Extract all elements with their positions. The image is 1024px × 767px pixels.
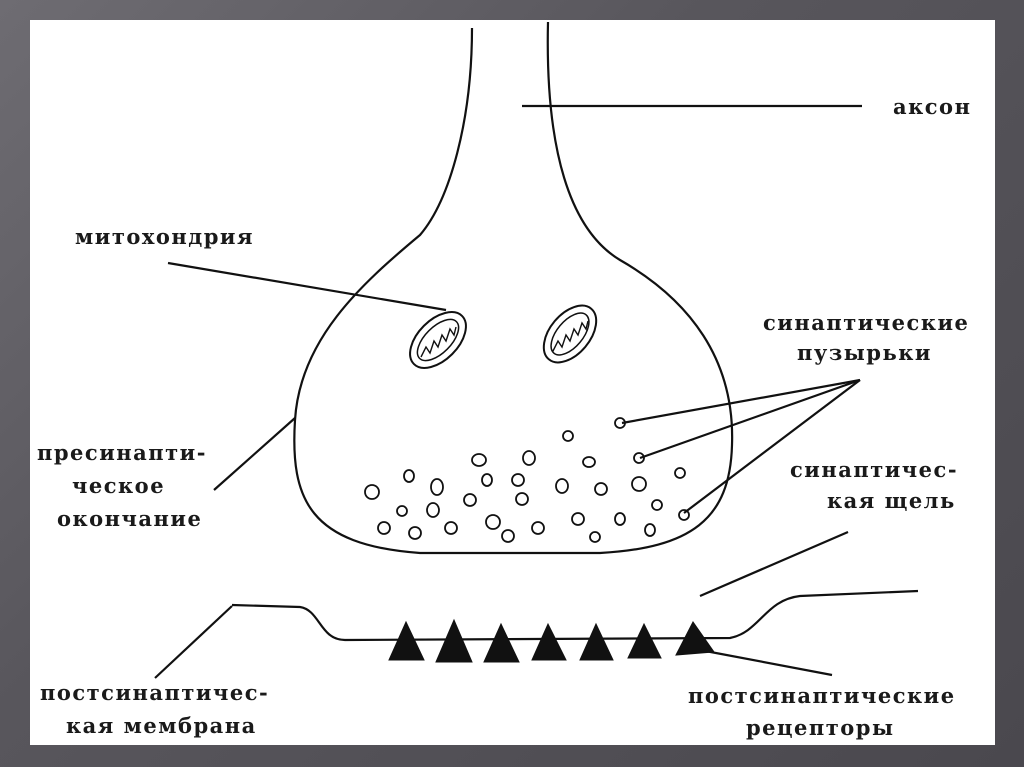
vesicle (472, 454, 486, 466)
receptors-leader-line (700, 650, 832, 675)
vesicle (516, 493, 528, 505)
membrane-leader-line (155, 606, 232, 678)
label-membrane-line2: кая мембрана (66, 713, 257, 738)
vesicle (378, 522, 390, 534)
label-presynaptic-line1: пресинапти- (37, 440, 207, 465)
mitochondria-leader-line (168, 263, 446, 310)
vesicle (563, 431, 573, 441)
vesicle (595, 483, 607, 495)
vesicle (409, 527, 421, 539)
postsynaptic-receptors (389, 620, 714, 662)
label-cleft-line1: синаптичес- (790, 457, 958, 482)
mitochondrion-2 (533, 296, 606, 372)
vesicle (464, 494, 476, 506)
vesicle (632, 477, 646, 491)
slide-canvas: аксон митохондрия синаптические пузырьки… (30, 20, 995, 745)
receptor (484, 624, 519, 662)
vesicle (512, 474, 524, 486)
label-presynaptic-line2: ческое (72, 473, 165, 498)
vesicle (645, 524, 655, 536)
receptor (389, 622, 424, 660)
label-mitochondria: митохондрия (75, 224, 254, 249)
mitochondrion-1 (400, 302, 476, 378)
cleft-leader-line (700, 532, 848, 596)
vesicle (523, 451, 535, 465)
vesicle (482, 474, 492, 486)
vesicle (590, 532, 600, 542)
label-cleft-line2: кая щель (827, 488, 956, 513)
presynaptic-terminal-outline (294, 22, 732, 553)
label-vesicles-line1: синаптические (763, 310, 969, 335)
vesicle (404, 470, 414, 482)
vesicle (583, 457, 595, 467)
label-receptors-line1: постсинаптические (688, 683, 956, 708)
receptor (436, 620, 472, 662)
presynaptic-leader-line (214, 418, 295, 490)
vesicle (397, 506, 407, 516)
label-vesicles-line2: пузырьки (797, 340, 932, 365)
vesicle (486, 515, 500, 529)
vesicles-leader-line-2 (640, 380, 860, 458)
postsynaptic-membrane (232, 591, 918, 640)
vesicle (572, 513, 584, 525)
vesicle (532, 522, 544, 534)
vesicle (365, 485, 379, 499)
receptor (532, 624, 566, 660)
label-receptors-line2: рецепторы (746, 715, 895, 740)
vesicle (652, 500, 662, 510)
vesicle (615, 513, 625, 525)
vesicle (427, 503, 439, 517)
leader-lines (155, 106, 862, 678)
vesicles-leader-line-1 (622, 380, 860, 423)
receptor (628, 624, 661, 658)
label-presynaptic-line3: окончание (57, 506, 202, 531)
vesicle (445, 522, 457, 534)
synapse-diagram: аксон митохондрия синаптические пузырьки… (30, 20, 995, 745)
vesicle (431, 479, 443, 495)
vesicle (556, 479, 568, 493)
label-axon: аксон (893, 94, 971, 119)
vesicle (675, 468, 685, 478)
label-membrane-line1: постсинаптичес- (40, 680, 269, 705)
receptor (580, 624, 613, 660)
synaptic-vesicles (365, 418, 689, 542)
vesicle (502, 530, 514, 542)
